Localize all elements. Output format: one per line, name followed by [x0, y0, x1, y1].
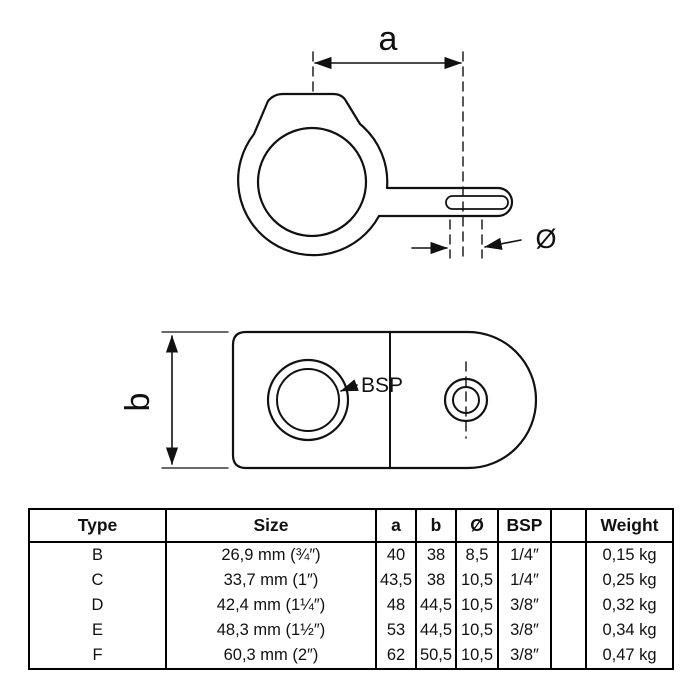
- dia-arrow-right: [484, 237, 522, 250]
- cell-weight: 0,47 kg: [585, 643, 673, 669]
- cell-bsp: 1/4″: [497, 568, 551, 593]
- col-header-diameter: Ø: [455, 509, 498, 543]
- cell-bsp: 3/8″: [497, 593, 551, 618]
- cell-weight: 0,15 kg: [585, 542, 673, 568]
- col-header-blank: [550, 509, 586, 543]
- col-header-b: b: [415, 509, 456, 543]
- cell-type: C: [91, 571, 104, 589]
- table-row: D 42,4 mm (1¼″) 48 44,5 10,5 3/8″ 0,32 k…: [29, 593, 673, 618]
- cell-diameter: 10,5: [455, 568, 498, 593]
- cell-a: 62: [375, 643, 416, 669]
- body-outline: [231, 330, 538, 470]
- dia-label: Ø: [535, 224, 556, 254]
- cell-b: 44,5: [415, 618, 456, 643]
- bottom-view: [231, 330, 538, 470]
- cell-size: 42,4 mm (1¼″): [165, 593, 376, 618]
- cell-blank: [550, 542, 586, 568]
- extension-lines: [312, 51, 483, 439]
- cell-b: 50,5: [415, 643, 456, 669]
- dimension-a: a: [314, 20, 462, 70]
- cell-a: 43,5: [375, 568, 416, 593]
- cell-b: 38: [415, 542, 456, 568]
- bsp-hole-inner: [276, 368, 340, 432]
- table-row: C 33,7 mm (1″) 43,5 38 10,5 1/4″ 0,25 kg: [29, 568, 673, 593]
- col-header-weight: Weight: [585, 509, 673, 543]
- cell-weight: 0,34 kg: [585, 618, 673, 643]
- col-header-a: a: [375, 509, 416, 543]
- cell-blank: [550, 593, 586, 618]
- cell-size: 48,3 mm (1½″): [165, 618, 376, 643]
- bsp-hole-outer: [266, 358, 350, 442]
- cell-diameter: 10,5: [455, 643, 498, 669]
- bsp-callout: BSP: [340, 374, 403, 397]
- fitting-drawing: a Ø b BSP: [119, 20, 557, 470]
- front-view: [237, 92, 514, 257]
- spec-table: Type Size a b Ø BSP Weight B 26,9 mm (¾″…: [28, 508, 674, 670]
- col-header-type: Type: [29, 509, 166, 543]
- dim-a-label: a: [379, 20, 398, 58]
- cell-type: E: [91, 621, 103, 639]
- cell-a: 48: [375, 593, 416, 618]
- cell-weight: 0,32 kg: [585, 593, 673, 618]
- bsp-label: BSP: [361, 374, 403, 397]
- cell-size: 60,3 mm (2″): [165, 643, 376, 669]
- ring-bore: [256, 126, 368, 238]
- cell-type: D: [91, 596, 104, 614]
- cell-a: 40: [375, 542, 416, 568]
- cell-b: 38: [415, 568, 456, 593]
- cell-diameter: 10,5: [455, 593, 498, 618]
- col-header-bsp: BSP: [497, 509, 551, 543]
- dimension-diameter: Ø: [411, 224, 557, 255]
- table-row: E 48,3 mm (1½″) 53 44,5 10,5 3/8″ 0,34 k…: [29, 618, 673, 643]
- cell-blank: [550, 643, 586, 669]
- cell-type: B: [91, 546, 103, 564]
- table-row: F 60,3 mm (2″) 62 50,5 10,5 3/8″ 0,47 kg: [29, 643, 673, 669]
- lug-slot: [445, 195, 509, 210]
- cell-blank: [550, 618, 586, 643]
- cell-size: 33,7 mm (1″): [165, 568, 376, 593]
- col-header-size: Size: [165, 509, 376, 543]
- cell-blank: [550, 568, 586, 593]
- cell-diameter: 10,5: [455, 618, 498, 643]
- cell-bsp: 1/4″: [497, 542, 551, 568]
- cell-diameter: 8,5: [455, 542, 498, 568]
- bsp-leader-line: [340, 379, 359, 392]
- cell-a: 53: [375, 618, 416, 643]
- dim-b-label: b: [119, 393, 157, 412]
- spec-table-container: Type Size a b Ø BSP Weight B 26,9 mm (¾″…: [28, 508, 674, 670]
- table-row: B 26,9 mm (¾″) 40 38 8,5 1/4″ 0,15 kg: [29, 542, 673, 568]
- table-header-row: Type Size a b Ø BSP Weight: [29, 509, 673, 543]
- cell-b: 44,5: [415, 593, 456, 618]
- cell-bsp: 3/8″: [497, 643, 551, 669]
- cell-type: F: [92, 646, 103, 664]
- cell-bsp: 3/8″: [497, 618, 551, 643]
- cell-weight: 0,25 kg: [585, 568, 673, 593]
- dimension-b: b: [119, 331, 229, 469]
- cell-size: 26,9 mm (¾″): [165, 542, 376, 568]
